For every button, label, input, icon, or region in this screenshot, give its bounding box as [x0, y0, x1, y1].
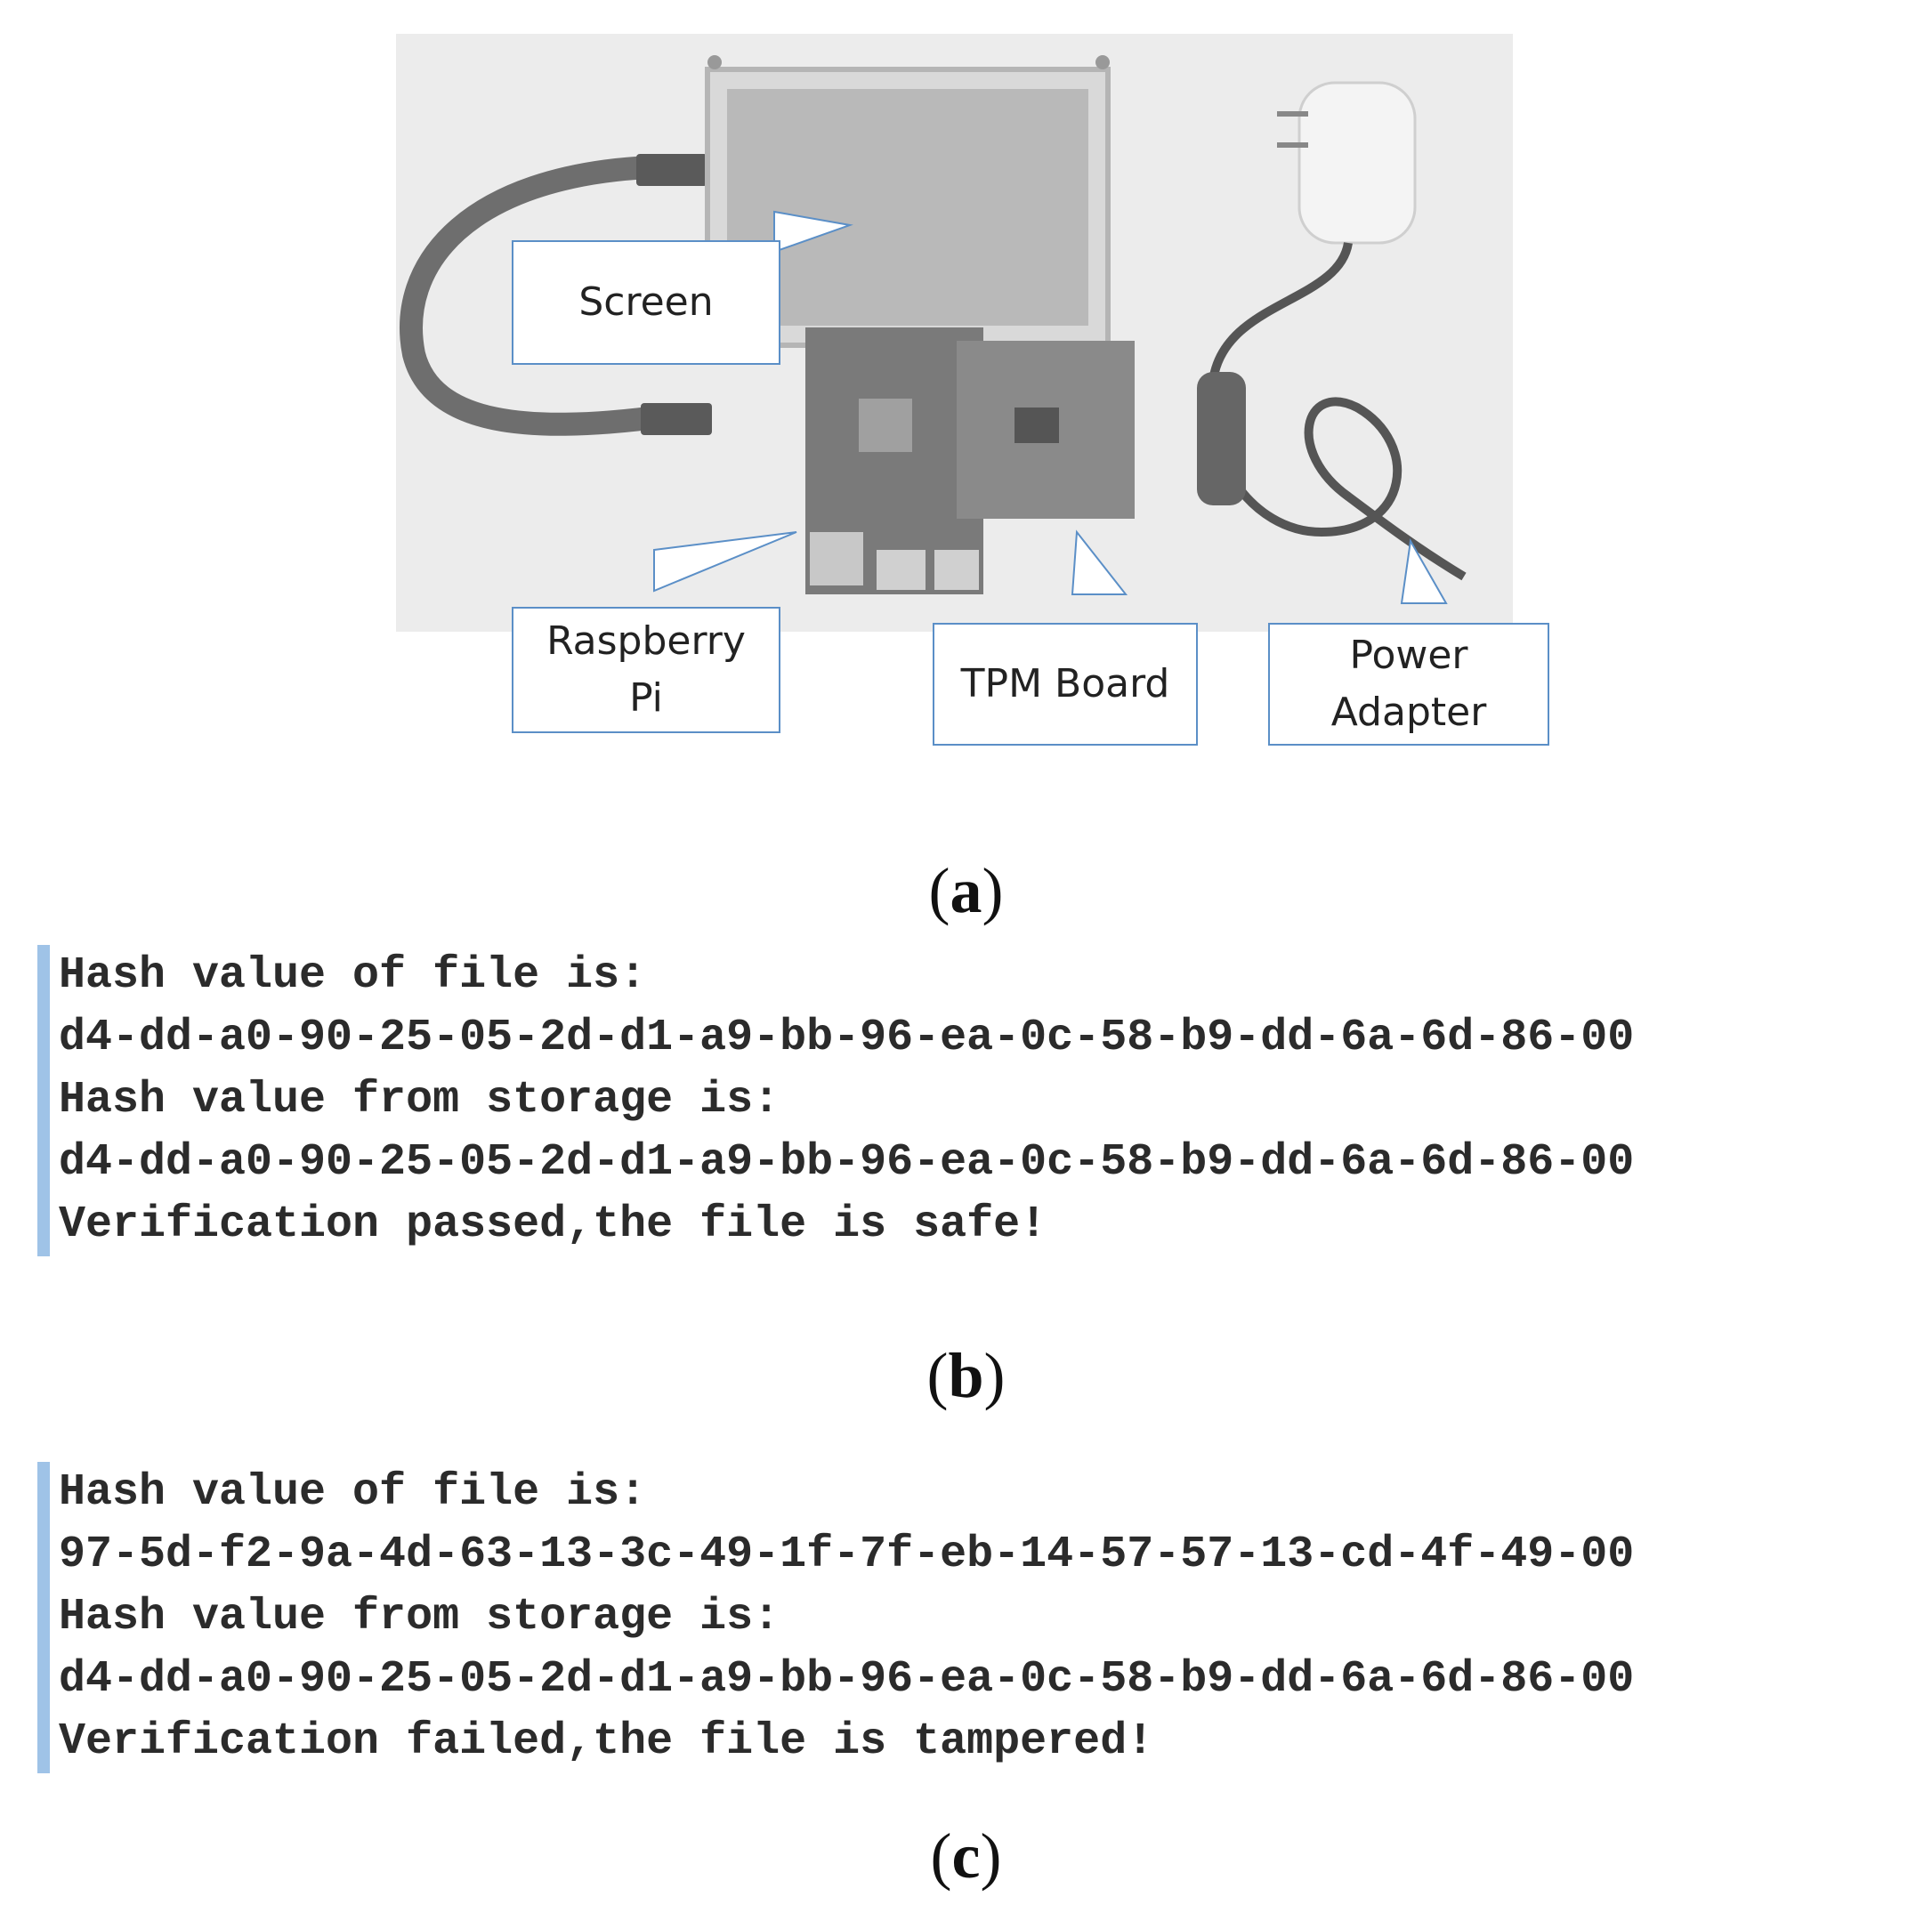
- terminal-line: Hash value from storage is:: [59, 1592, 780, 1642]
- terminal-line: d4-dd-a0-90-25-05-2d-d1-a9-bb-96-ea-0c-5…: [59, 1654, 1635, 1705]
- terminal-line: d4-dd-a0-90-25-05-2d-d1-a9-bb-96-ea-0c-5…: [59, 1137, 1635, 1188]
- hardware-illustration: [400, 55, 1467, 604]
- terminal-line: Hash value of file is:: [59, 1467, 647, 1518]
- terminal-line: Verification passed,the file is safe!: [59, 1199, 1047, 1250]
- tpm-chip: [1015, 408, 1059, 443]
- hardware-photo: [396, 34, 1513, 632]
- callout-pointer-power-adapter: [1400, 537, 1448, 604]
- usb-port: [934, 550, 979, 590]
- callout-power-adapter: Power Adapter: [1268, 623, 1549, 746]
- callout-pointer-raspberry-pi: [653, 531, 797, 593]
- usb-port: [877, 550, 926, 590]
- caption-b: (b): [926, 1340, 1006, 1411]
- pi-chip: [859, 399, 912, 452]
- callout-pointer-screen: [773, 210, 853, 254]
- screen-mount-hole: [1095, 55, 1110, 69]
- terminal-output-failed: Hash value of file is: 97-5d-f2-9a-4d-63…: [37, 1462, 1634, 1773]
- hdmi-cable: [400, 156, 675, 436]
- terminal-line: Verification failed,the file is tampered…: [59, 1716, 1154, 1767]
- callout-raspberry-pi: Raspberry Pi: [512, 607, 780, 733]
- callout-tpm-board: TPM Board: [933, 623, 1198, 746]
- hdmi-connector-top: [636, 154, 707, 186]
- power-switch: [1197, 372, 1246, 505]
- hdmi-connector-bottom: [641, 403, 712, 435]
- callout-pointer-tpm-board: [1071, 529, 1128, 595]
- terminal-line: d4-dd-a0-90-25-05-2d-d1-a9-bb-96-ea-0c-5…: [59, 1013, 1635, 1063]
- terminal-line: 97-5d-f2-9a-4d-63-13-3c-49-1f-7f-eb-14-5…: [59, 1529, 1635, 1580]
- callout-screen: Screen: [512, 240, 780, 365]
- ethernet-port: [810, 532, 863, 585]
- caption-a: (a): [928, 855, 1004, 926]
- power-adapter-plug: [1297, 81, 1417, 245]
- terminal-line: Hash value of file is:: [59, 950, 647, 1001]
- screen-display: [727, 89, 1088, 326]
- terminal-output-passed: Hash value of file is: d4-dd-a0-90-25-05…: [37, 945, 1634, 1256]
- terminal-line: Hash value from storage is:: [59, 1075, 780, 1126]
- caption-c: (c): [930, 1820, 1002, 1892]
- screen-mount-hole: [707, 55, 722, 69]
- power-cable: [1207, 241, 1467, 581]
